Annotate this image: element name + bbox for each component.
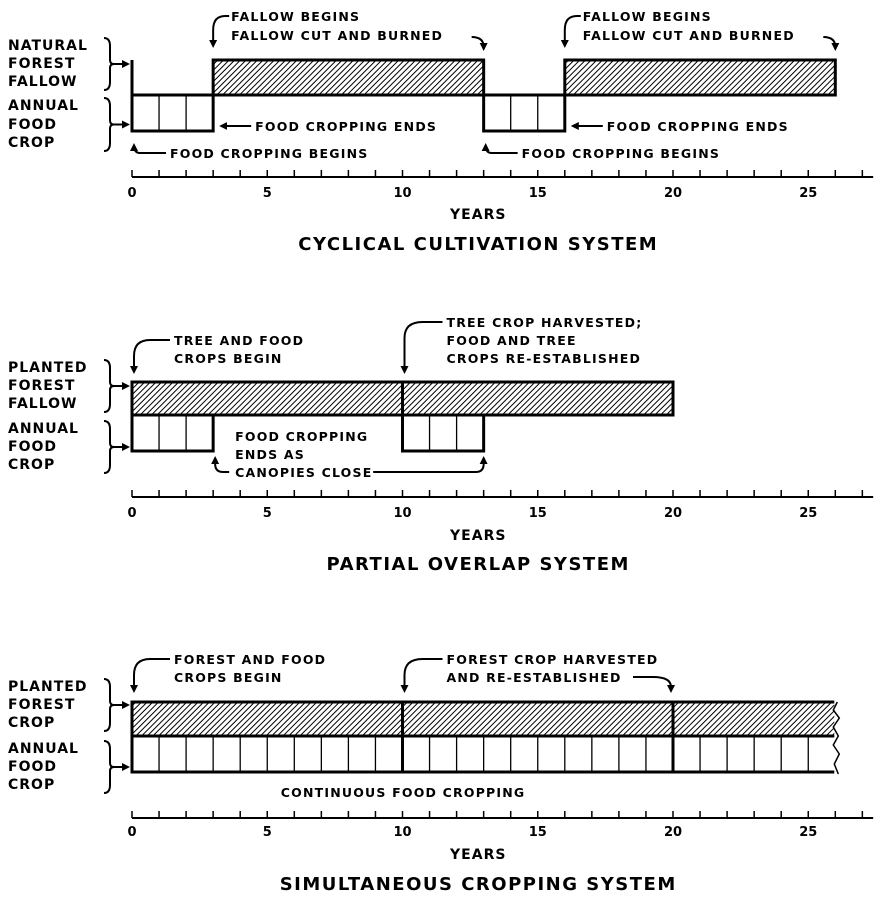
- annotation-food-cropping-begins: FOOD CROPPING BEGINS: [522, 146, 720, 161]
- food-crop-bar: [130, 93, 215, 133]
- annotation-food-cropping-ends: FOOD CROPPING ENDS: [255, 119, 437, 134]
- brace-icon: [103, 97, 115, 152]
- annotation-food-cropping-ends: FOOD CROPPING ENDS: [607, 119, 789, 134]
- food-crop-bar: [130, 734, 839, 774]
- brace-icon: [103, 420, 115, 474]
- annotation-harvest: FOOD AND TREE: [447, 333, 577, 348]
- arrow-icon: [633, 676, 675, 693]
- tick-label: 15: [529, 825, 547, 840]
- tick-label: 10: [393, 506, 411, 521]
- annotation-fallow: FALLOW CUT AND BURNED: [583, 28, 795, 43]
- annotation-fallow: FALLOW BEGINS: [231, 9, 360, 24]
- annotation-crops-begin: CROPS BEGIN: [174, 670, 283, 685]
- continuation-break-icon: [832, 701, 841, 775]
- annotation-canopies-close: FOOD CROPPING: [235, 429, 368, 444]
- forest-fallow-bar: [130, 700, 839, 738]
- break-mask: [834, 699, 847, 775]
- food-crop-bar: [401, 413, 486, 453]
- annotation-continuous-cropping: CONTINUOUS FOOD CROPPING: [281, 785, 526, 800]
- tick-label: 10: [393, 186, 411, 201]
- annotation-crops-begin: TREE AND FOOD: [174, 333, 304, 348]
- tick-label: 25: [799, 186, 817, 201]
- row-label-food: ANNUAL: [8, 741, 79, 757]
- brace-icon: [103, 37, 115, 91]
- row-label-food: CROP: [8, 777, 55, 793]
- row-label-forest: FOREST: [8, 56, 75, 72]
- axis-label: YEARS: [449, 847, 506, 863]
- annotation-harvest: FOREST CROP HARVESTED: [447, 652, 659, 667]
- axis-label: YEARS: [449, 207, 506, 223]
- annotation-fallow: FALLOW BEGINS: [583, 9, 712, 24]
- row-label-food: FOOD: [8, 117, 57, 133]
- forest-fallow-bar: [211, 58, 486, 97]
- arrow-icon: [211, 456, 230, 473]
- row-label-forest: FALLOW: [8, 74, 77, 90]
- tick-label: 20: [664, 186, 682, 201]
- panel-3: PLANTED FOREST CROP ANNUAL FOOD CROP 0 5 10 15 20 2…: [8, 652, 874, 895]
- axis-label: YEARS: [449, 528, 506, 544]
- arrow-icon: [130, 658, 170, 693]
- food-crop-bar: [130, 413, 215, 453]
- row-label-food: FOOD: [8, 759, 57, 775]
- brace-icon: [103, 678, 115, 732]
- brace-icon: [103, 359, 115, 413]
- row-label-forest: FOREST: [8, 697, 75, 713]
- forest-fallow-bar: [563, 58, 837, 97]
- annotation-crops-begin: CROPS BEGIN: [174, 351, 283, 366]
- arrow-icon: [130, 339, 170, 374]
- annotation-harvest: TREE CROP HARVESTED;: [447, 315, 643, 330]
- row-label-forest: FOREST: [8, 378, 75, 394]
- tick-label: 15: [529, 506, 547, 521]
- panel-title: PARTIAL OVERLAP SYSTEM: [327, 554, 630, 575]
- annotation-canopies-close: ENDS AS: [235, 447, 305, 462]
- tick-label: 0: [127, 825, 136, 840]
- arrow-icon: [560, 15, 581, 48]
- annotation-crops-begin: FOREST AND FOOD: [174, 652, 326, 667]
- row-label-food: CROP: [8, 135, 55, 151]
- tick-label: 10: [393, 825, 411, 840]
- food-crop-bar: [482, 93, 567, 133]
- tick-label: 20: [664, 506, 682, 521]
- row-label-forest: NATURAL: [8, 38, 88, 54]
- annotation-fallow: FALLOW CUT AND BURNED: [231, 28, 443, 43]
- annotation-harvest: CROPS RE-ESTABLISHED: [447, 351, 642, 366]
- tick-label: 5: [263, 825, 272, 840]
- brace-icon: [103, 740, 115, 794]
- row-label-food: CROP: [8, 457, 55, 473]
- tick-label: 5: [263, 506, 272, 521]
- tick-label: 25: [799, 506, 817, 521]
- row-label-food: FOOD: [8, 439, 57, 455]
- panel-1: NATURAL FOREST FALLOW ANNUAL FOOD CROP 0 5 10 15 2…: [8, 9, 874, 255]
- arrow-icon: [130, 143, 166, 154]
- arrow-icon: [209, 15, 230, 48]
- tick-label: 5: [263, 186, 272, 201]
- arrow-icon: [400, 321, 443, 374]
- tick-label: 15: [529, 186, 547, 201]
- tick-label: 25: [799, 825, 817, 840]
- panel-title: SIMULTANEOUS CROPPING SYSTEM: [280, 874, 677, 895]
- row-label-forest: PLANTED: [8, 679, 87, 695]
- arrow-icon: [400, 658, 443, 693]
- row-label-food: ANNUAL: [8, 98, 79, 114]
- annotation-canopies-close: CANOPIES CLOSE: [235, 465, 372, 480]
- arrow-icon: [471, 36, 488, 51]
- tick-label: 0: [127, 506, 136, 521]
- row-label-food: ANNUAL: [8, 421, 79, 437]
- arrow-icon: [481, 143, 518, 154]
- panel-2: PLANTED FOREST FALLOW ANNUAL FOOD CROP 0 5 10 15 2…: [8, 315, 874, 575]
- annotation-food-cropping-begins: FOOD CROPPING BEGINS: [170, 146, 368, 161]
- row-label-forest: PLANTED: [8, 360, 87, 376]
- arrow-icon: [373, 456, 488, 473]
- annotation-harvest: AND RE-ESTABLISHED: [447, 670, 622, 685]
- panel-title: CYCLICAL CULTIVATION SYSTEM: [298, 234, 658, 255]
- tick-label: 0: [127, 186, 136, 201]
- tick-label: 20: [664, 825, 682, 840]
- row-label-forest: CROP: [8, 715, 55, 731]
- arrow-icon: [823, 36, 840, 51]
- row-label-forest: FALLOW: [8, 396, 77, 412]
